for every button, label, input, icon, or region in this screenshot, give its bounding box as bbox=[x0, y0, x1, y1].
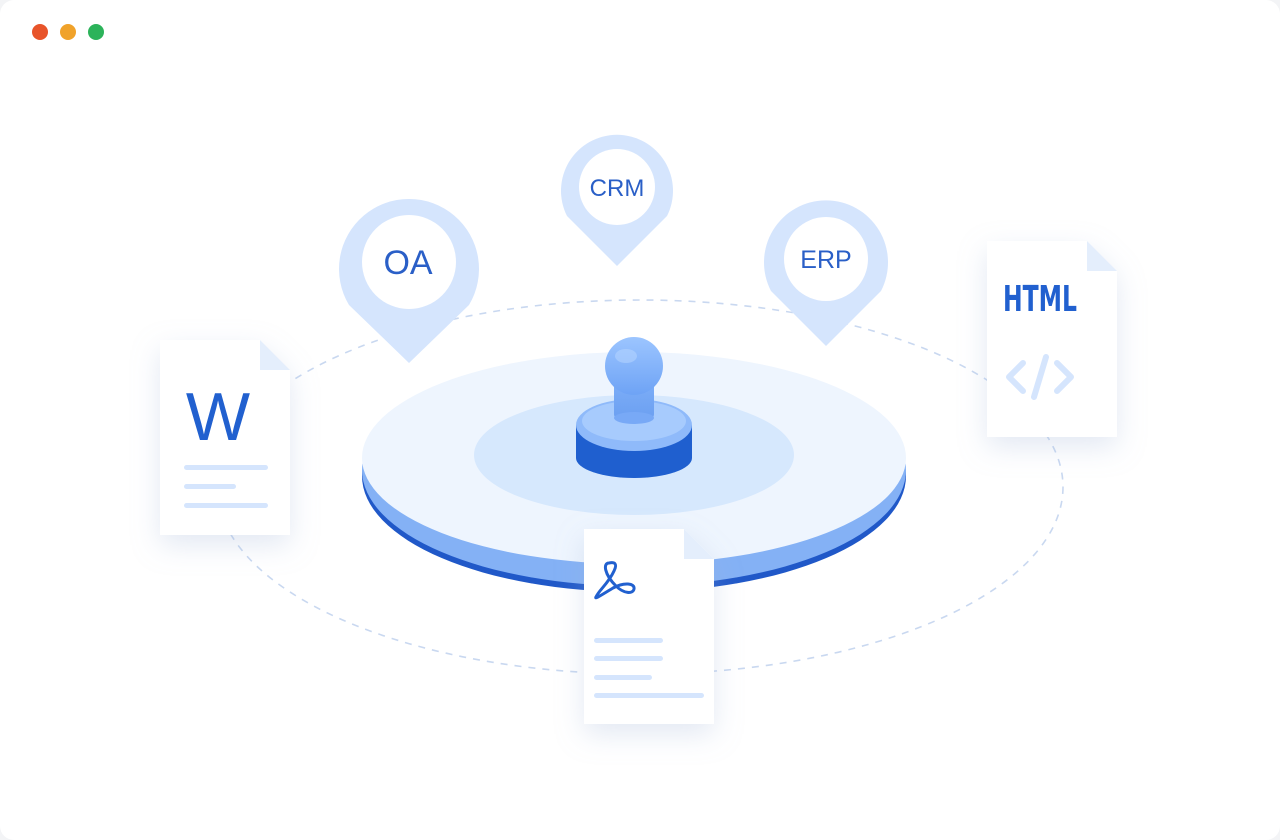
word-document[interactable]: W bbox=[160, 340, 290, 535]
pdf-icon bbox=[594, 561, 636, 600]
crm-pin[interactable]: CRM bbox=[561, 134, 673, 266]
text-line bbox=[594, 675, 652, 680]
text-line bbox=[594, 656, 663, 661]
html-document[interactable]: HTML bbox=[987, 241, 1117, 437]
text-line bbox=[184, 465, 268, 470]
text-line bbox=[184, 503, 268, 508]
close-window-button[interactable] bbox=[32, 24, 48, 40]
word-icon: W bbox=[186, 379, 250, 455]
oa-pin[interactable]: OA bbox=[339, 198, 480, 363]
erp-pin[interactable]: ERP bbox=[763, 200, 888, 346]
maximize-window-button[interactable] bbox=[88, 24, 104, 40]
oa-label: OA bbox=[383, 244, 432, 282]
text-line bbox=[594, 638, 663, 643]
text-line bbox=[594, 693, 704, 698]
pdf-document[interactable] bbox=[584, 529, 714, 724]
erp-label: ERP bbox=[800, 246, 851, 274]
code-brackets-icon bbox=[1006, 354, 1074, 400]
seal-stamp-icon bbox=[576, 337, 692, 478]
text-line bbox=[184, 484, 236, 489]
minimize-window-button[interactable] bbox=[60, 24, 76, 40]
html-icon: HTML bbox=[1003, 279, 1077, 320]
crm-label: CRM bbox=[590, 175, 645, 202]
window-controls bbox=[32, 24, 104, 40]
